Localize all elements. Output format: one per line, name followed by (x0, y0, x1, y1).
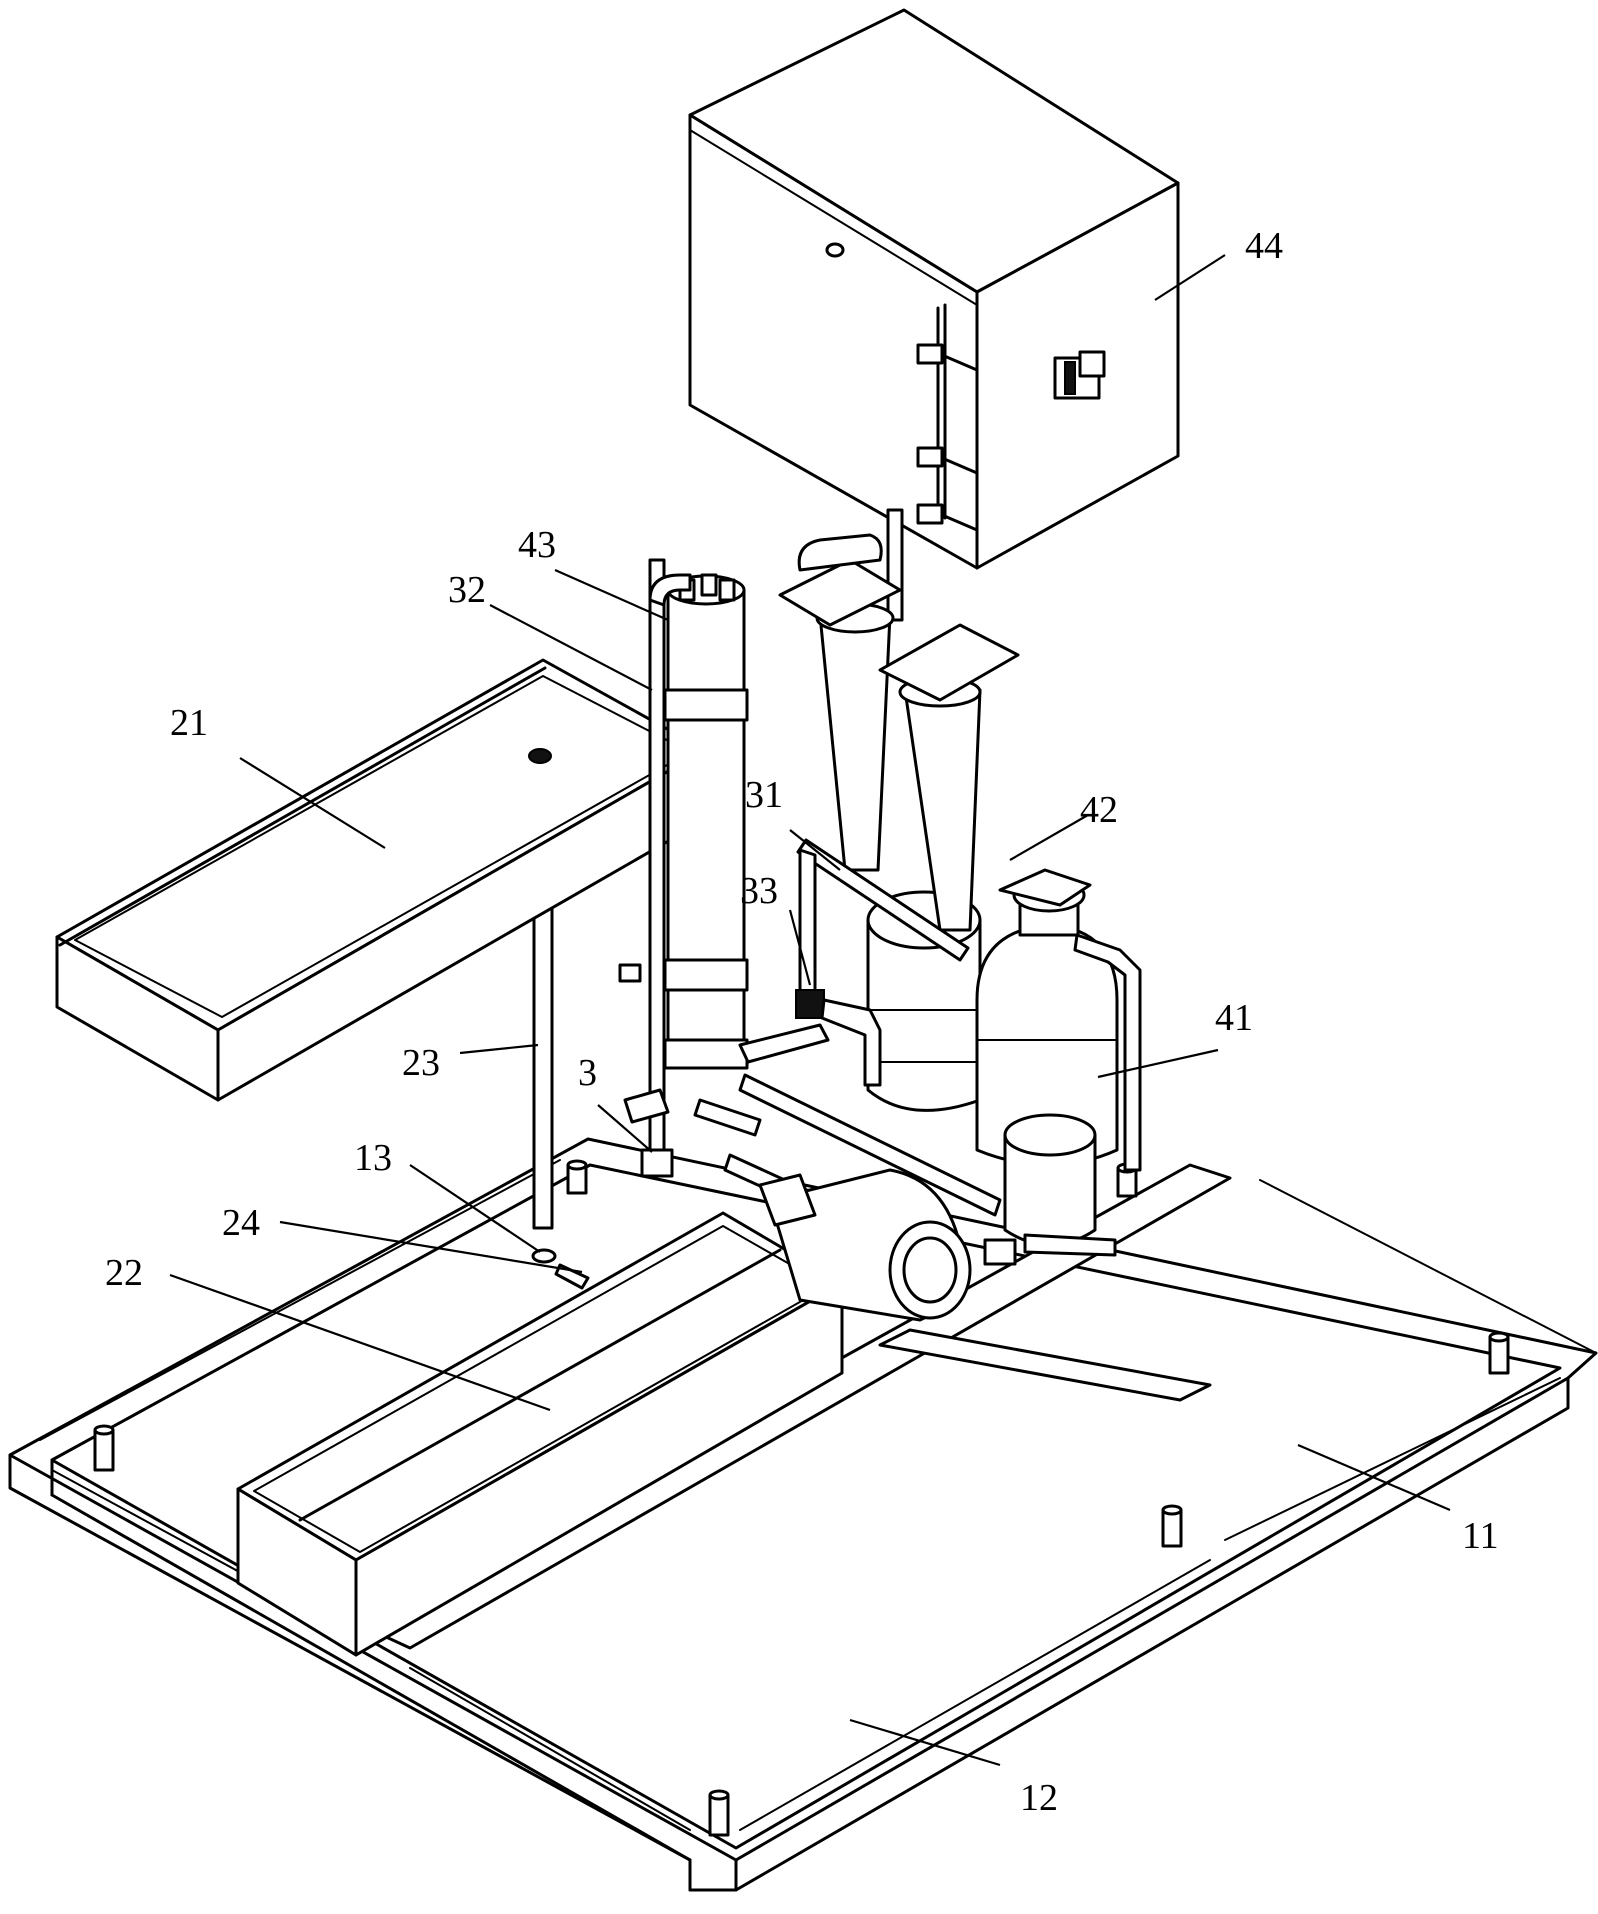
leader-12 (849, 1718, 1001, 1767)
label-22: 22 (105, 1252, 143, 1294)
label-12: 12 (1020, 1777, 1058, 1819)
label-31: 31 (745, 774, 783, 816)
leader-44 (1154, 254, 1226, 301)
bracket (618, 963, 642, 983)
filter-43 (648, 573, 749, 1070)
filter-pipe-elbow (648, 573, 692, 607)
cone-1-cap (797, 533, 883, 572)
pump-head-icon (795, 989, 825, 1019)
support-rod (532, 896, 554, 1230)
label-23: 23 (402, 1042, 440, 1084)
pump-33 (738, 989, 882, 1087)
leader-21 (239, 757, 386, 849)
base-frame (8, 1137, 1598, 1892)
peg (1161, 1504, 1183, 1548)
label-33: 33 (740, 870, 778, 912)
label-43: 43 (518, 524, 556, 566)
outlet-hole (531, 1248, 557, 1264)
peg (1488, 1331, 1510, 1375)
label-44: 44 (1245, 225, 1283, 267)
label-41: 41 (1215, 997, 1253, 1039)
latch-icon (1053, 350, 1106, 400)
leader-22 (169, 1273, 551, 1412)
leader-23 (459, 1043, 539, 1055)
reference-labels: 44 43 32 21 42 31 33 41 23 3 13 24 22 11… (105, 225, 1499, 1819)
leader-32 (489, 604, 653, 691)
compressor (983, 1113, 1117, 1266)
label-32: 32 (448, 569, 486, 611)
label-13: 13 (354, 1137, 392, 1179)
tank-42 (778, 533, 1020, 1112)
peg (93, 1424, 115, 1472)
pipe-3 (618, 558, 674, 1178)
lower-tray (236, 1211, 844, 1657)
label-3: 3 (578, 1052, 597, 1094)
leader-43 (554, 568, 669, 622)
label-24: 24 (222, 1202, 260, 1244)
drain-hole (528, 748, 552, 764)
motor (758, 1168, 972, 1322)
label-42: 42 (1080, 789, 1118, 831)
peg (708, 1789, 730, 1837)
tank-41 (975, 868, 1142, 1172)
pipe-31 (796, 838, 970, 962)
leader-11 (1297, 1443, 1451, 1512)
box-hole (825, 242, 845, 258)
drain-spout (554, 1263, 590, 1290)
leader-3 (597, 1104, 653, 1153)
lower-pipework (693, 1073, 1117, 1322)
leader-13 (409, 1164, 541, 1253)
upper-tray (55, 658, 707, 1102)
leader-lines (169, 254, 1451, 1767)
label-21: 21 (170, 702, 208, 744)
peg (566, 1159, 588, 1195)
leader-33 (788, 909, 812, 986)
label-11: 11 (1462, 1515, 1499, 1557)
leader-31 (789, 829, 841, 871)
leader-41 (1097, 1048, 1219, 1079)
control-box (688, 8, 1180, 622)
leader-24 (279, 1220, 583, 1274)
leader-42 (1009, 814, 1089, 861)
